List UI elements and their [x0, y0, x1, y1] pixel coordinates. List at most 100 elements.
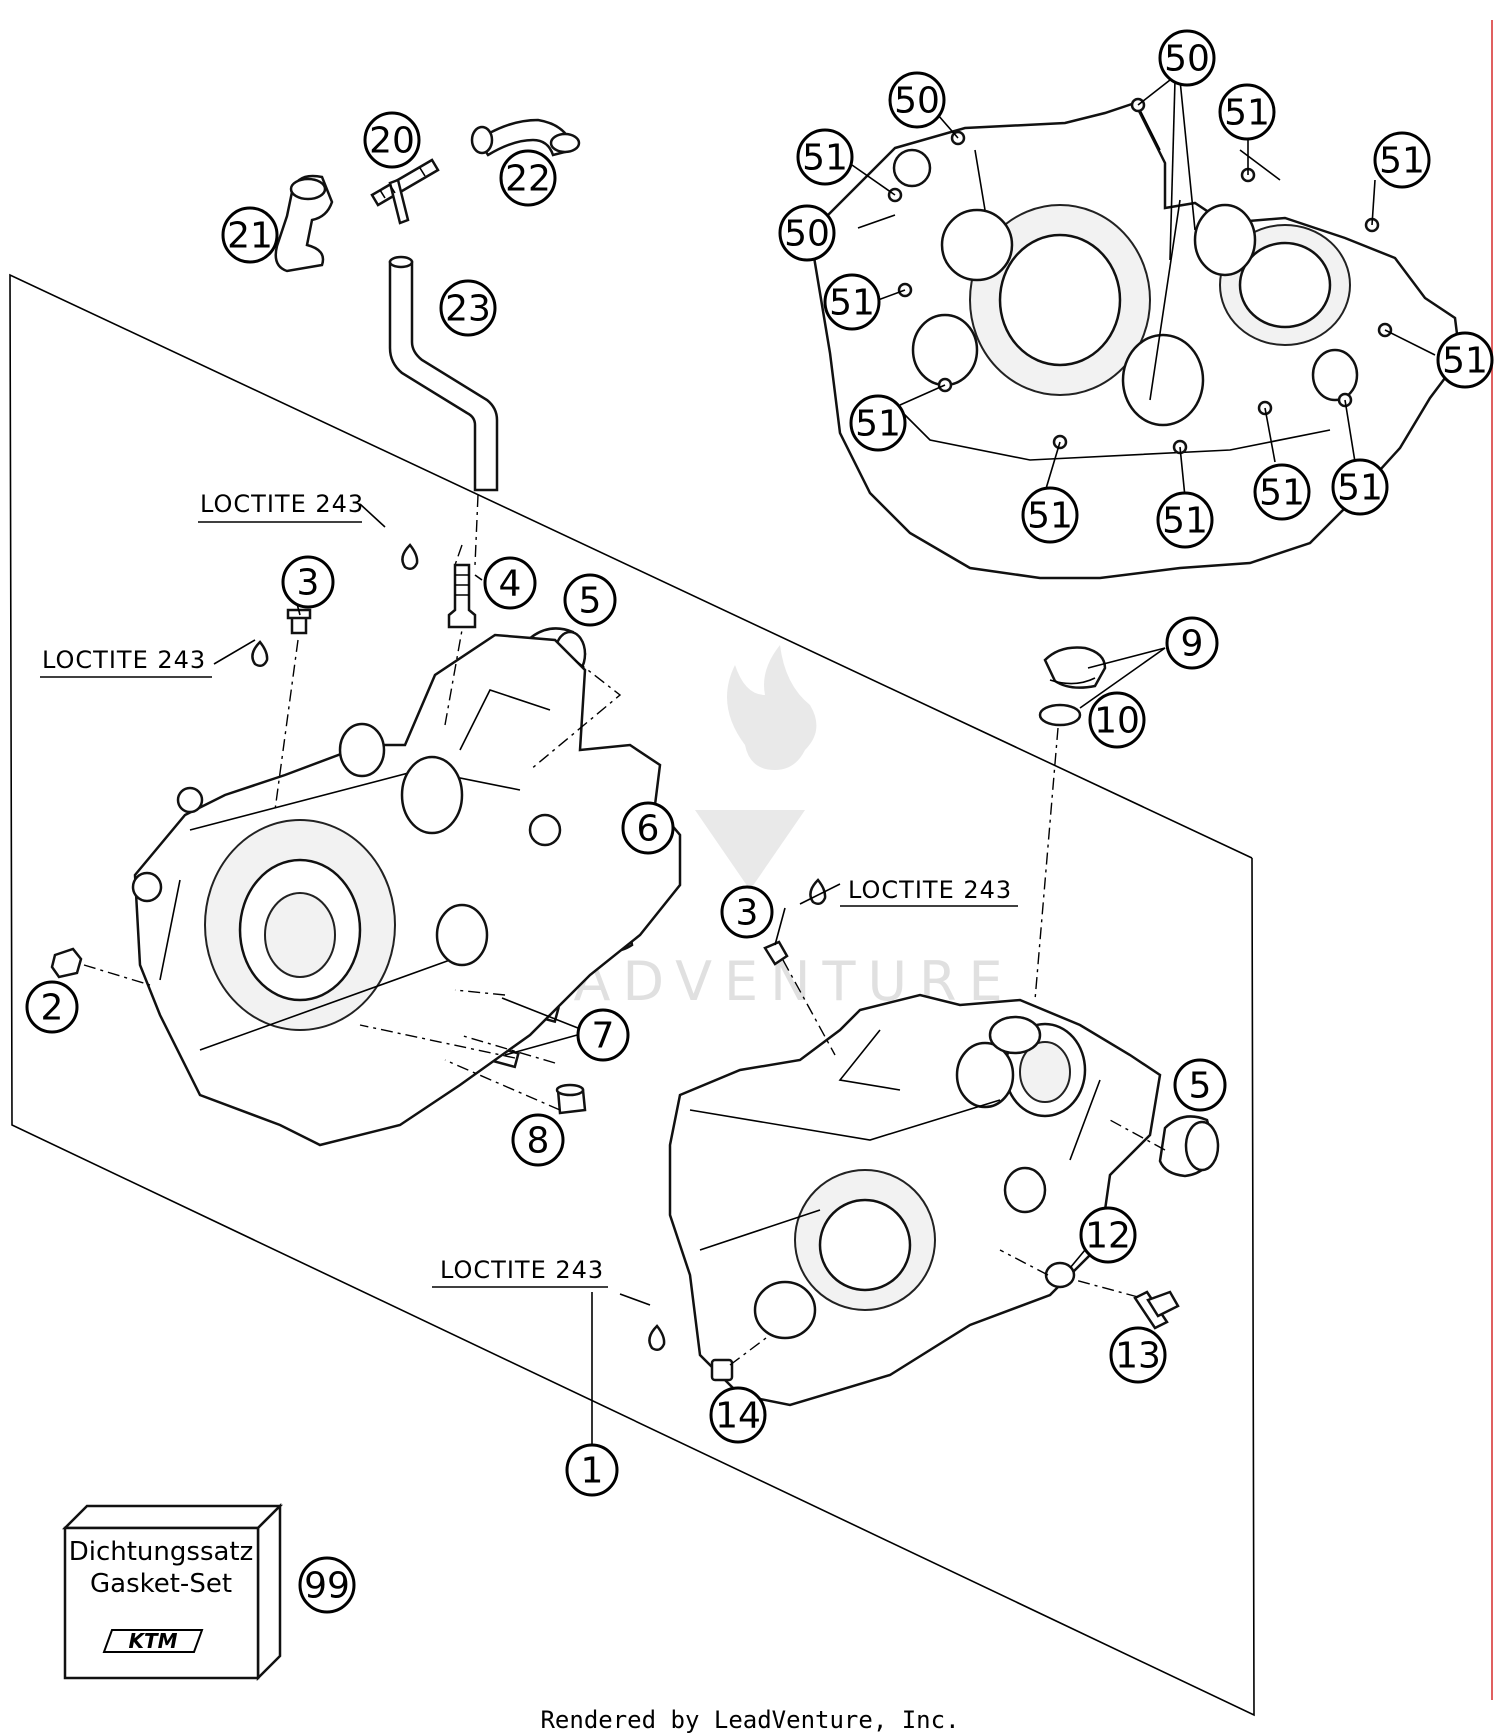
callout-number: 50: [894, 81, 940, 122]
leader-lines: [213, 79, 1436, 1445]
callout-12: 12: [1079, 1206, 1137, 1264]
callout-number: 51: [1337, 468, 1383, 509]
callout-number: 50: [1164, 39, 1210, 80]
callout-circle: [298, 1556, 356, 1614]
assembly-frame: [9, 273, 1255, 1717]
callout-number: 14: [715, 1396, 761, 1437]
part-crankcase-inner-view: [808, 97, 1462, 580]
callout-circle: [1079, 1206, 1137, 1264]
callout-circle: [1373, 131, 1431, 189]
callout-13: 13: [1109, 1326, 1167, 1384]
callout-1: 1: [565, 1443, 619, 1497]
ktm-logo: KTM: [102, 1629, 204, 1653]
callout-circle: [1331, 458, 1389, 516]
callout-51c: 51: [1373, 131, 1431, 189]
callout-50a: 50: [888, 71, 946, 129]
part-5-bushing-right: [1158, 1115, 1220, 1178]
callout-50b: 50: [1158, 29, 1216, 87]
callout-circle: [1253, 463, 1311, 521]
loctite-label-b: LOCTITE 243: [40, 646, 212, 678]
callout-5a: 5: [563, 573, 617, 627]
callout-number: 10: [1094, 701, 1140, 742]
part-4-nipple: [447, 563, 477, 629]
callout-number: 3: [297, 563, 320, 604]
part-loctite-drop-a: [401, 543, 419, 571]
callout-number: 51: [1442, 341, 1488, 382]
callout-99: 99: [298, 1556, 356, 1614]
callout-circle: [1109, 1326, 1167, 1384]
callout-number: 20: [369, 121, 415, 162]
callout-circle: [1158, 29, 1216, 87]
callout-51e: 51: [1436, 331, 1494, 389]
callout-number: 23: [445, 289, 491, 330]
callout-51a: 51: [1218, 83, 1276, 141]
callout-number: 51: [1224, 93, 1270, 134]
callout-circle: [1088, 691, 1146, 749]
loctite-label-a-text: LOCTITE 243: [200, 490, 364, 518]
callout-circle: [499, 149, 557, 207]
callout-number: 21: [227, 216, 273, 257]
callout-number: 51: [1379, 141, 1425, 182]
callout-circle: [1436, 331, 1494, 389]
callout-21: 21: [221, 206, 279, 264]
assembly-guides: [83, 494, 1166, 1366]
part-crankcase-right: [668, 993, 1162, 1407]
callout-number: 51: [855, 404, 901, 445]
callout-22: 22: [499, 149, 557, 207]
callout-circle: [796, 128, 854, 186]
callout-circle: [720, 885, 774, 939]
callout-circle: [709, 1386, 767, 1444]
callout-51f: 51: [849, 394, 907, 452]
callout-circle: [483, 556, 537, 610]
callout-5b: 5: [1173, 1058, 1227, 1112]
part-8-sleeve-small: [555, 1083, 587, 1115]
part-12-washer: [1044, 1261, 1076, 1289]
callout-51k: 51: [1156, 491, 1214, 549]
callout-number: 7: [592, 1016, 615, 1057]
callout-number: 22: [505, 159, 551, 200]
callout-circle: [565, 1443, 619, 1497]
callout-circle: [621, 801, 675, 855]
part-20-tee-fitting: [370, 158, 440, 225]
part-22-hose-bend: [470, 118, 581, 157]
part-10-o-ring: [1038, 703, 1082, 727]
callout-number: 5: [579, 581, 602, 622]
loctite-label-c: LOCTITE 243: [840, 876, 1018, 907]
loctite-label-c-text: LOCTITE 243: [848, 876, 1012, 904]
callout-circle: [1021, 486, 1079, 544]
callout-number: 51: [1162, 501, 1208, 542]
callout-23: 23: [439, 279, 497, 337]
part-crankcase-left: [131, 633, 682, 1147]
callout-circle: [576, 1008, 630, 1062]
callout-circle: [1173, 1058, 1227, 1112]
callout-6: 6: [621, 801, 675, 855]
callout-3b: 3: [720, 885, 774, 939]
callout-number: 99: [304, 1566, 350, 1607]
callout-20: 20: [363, 111, 421, 169]
callout-10: 10: [1088, 691, 1146, 749]
callout-circle: [281, 555, 335, 609]
callout-2: 2: [25, 980, 79, 1034]
gasket-box-line1: Dichtungssatz: [69, 1537, 254, 1567]
callout-9: 9: [1165, 616, 1219, 670]
gasket-box-line2: Gasket-Set: [90, 1569, 232, 1599]
callout-number: 51: [802, 138, 848, 179]
callout-circle: [439, 279, 497, 337]
callout-number: 4: [499, 564, 522, 605]
part-3-plug-right: [763, 940, 789, 966]
callout-number: 51: [1259, 473, 1305, 514]
callout-circle: [778, 204, 836, 262]
callout-8: 8: [511, 1113, 565, 1167]
callout-51b: 51: [796, 128, 854, 186]
footer-credit: Rendered by LeadVenture, Inc.: [540, 1706, 959, 1734]
callout-number: 5: [1189, 1066, 1212, 1107]
ktm-logo-text: KTM: [128, 1629, 177, 1653]
callout-circle: [363, 111, 421, 169]
loctite-label-b-text: LOCTITE 243: [42, 646, 206, 674]
callout-4: 4: [483, 556, 537, 610]
callout-number: 50: [784, 214, 830, 255]
part-loctite-drop-d: [648, 1324, 666, 1352]
callout-circle: [25, 980, 79, 1034]
callout-circle: [1156, 491, 1214, 549]
